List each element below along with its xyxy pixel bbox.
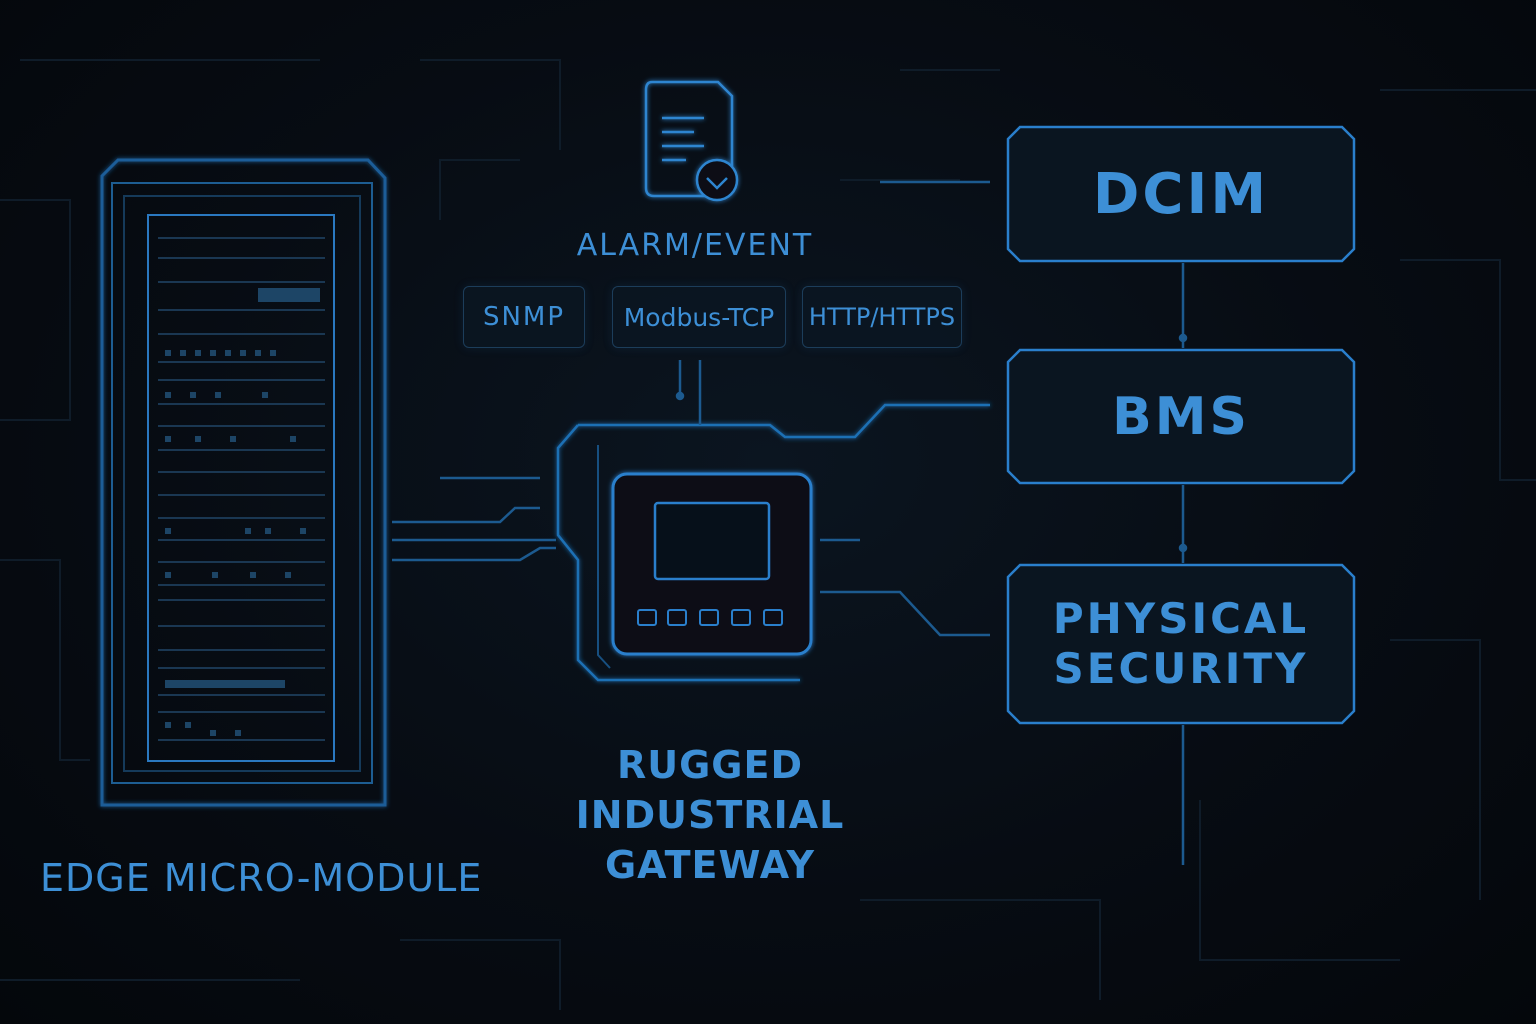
rack-gateway-wires [392, 476, 556, 562]
rack-units [158, 237, 325, 741]
security-label-line: SECURITY [1053, 644, 1309, 693]
dcim-box: DCIM [1006, 125, 1356, 263]
rack-indicators [165, 288, 320, 736]
bms-box-outline [1006, 348, 1356, 485]
gateway-label-line: INDUSTRIAL [575, 793, 845, 837]
dcim-box-outline [1006, 125, 1356, 263]
dcim-label: DCIM [1092, 161, 1270, 227]
bms-box: BMS [1006, 348, 1356, 485]
physical-security-box: PHYSICAL SECURITY [1006, 563, 1356, 725]
gateway-system-wires [675, 180, 990, 637]
protocol-tag-modbus-tcp: Modbus-TCP [612, 286, 786, 348]
system-connectors [1178, 263, 1188, 865]
gateway-label: RUGGED INDUSTRIAL GATEWAY [560, 740, 860, 890]
protocol-tag-http-https: HTTP/HTTPS [802, 286, 962, 348]
edge-rack [100, 158, 387, 807]
edge-module-label: EDGE MICRO-MODULE [40, 856, 483, 900]
security-label-line: PHYSICAL [1052, 594, 1310, 643]
gateway-label-line: RUGGED [617, 743, 803, 787]
physical-security-label: PHYSICAL SECURITY [1053, 594, 1309, 694]
alarm-event-label: ALARM/EVENT [576, 228, 814, 263]
security-box-outline [1006, 563, 1356, 725]
gateway-label-line: GATEWAY [604, 843, 816, 887]
document-check-icon [644, 80, 739, 202]
background-circuit-traces [0, 59, 1536, 1010]
gateway-device [556, 403, 990, 682]
protocol-tag-snmp: SNMP [463, 286, 585, 348]
bms-label: BMS [1112, 386, 1250, 447]
